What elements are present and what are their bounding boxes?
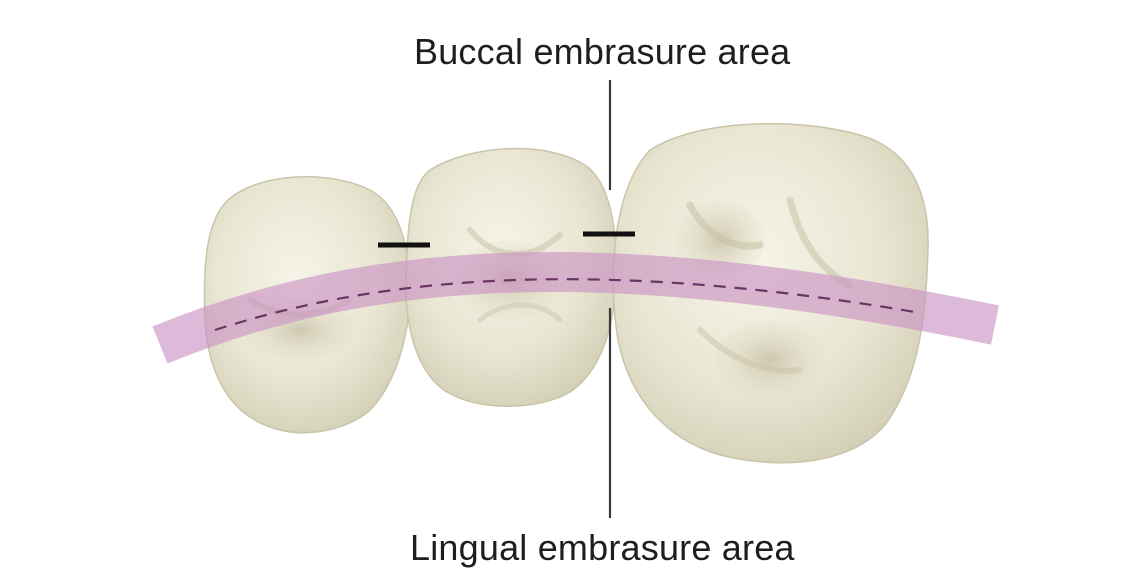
buccal-embrasure-label: Buccal embrasure area <box>414 31 791 72</box>
dental-arch-band <box>152 251 1000 364</box>
arch-dashed-line <box>214 278 916 332</box>
lingual-embrasure-label: Lingual embrasure area <box>410 527 795 568</box>
